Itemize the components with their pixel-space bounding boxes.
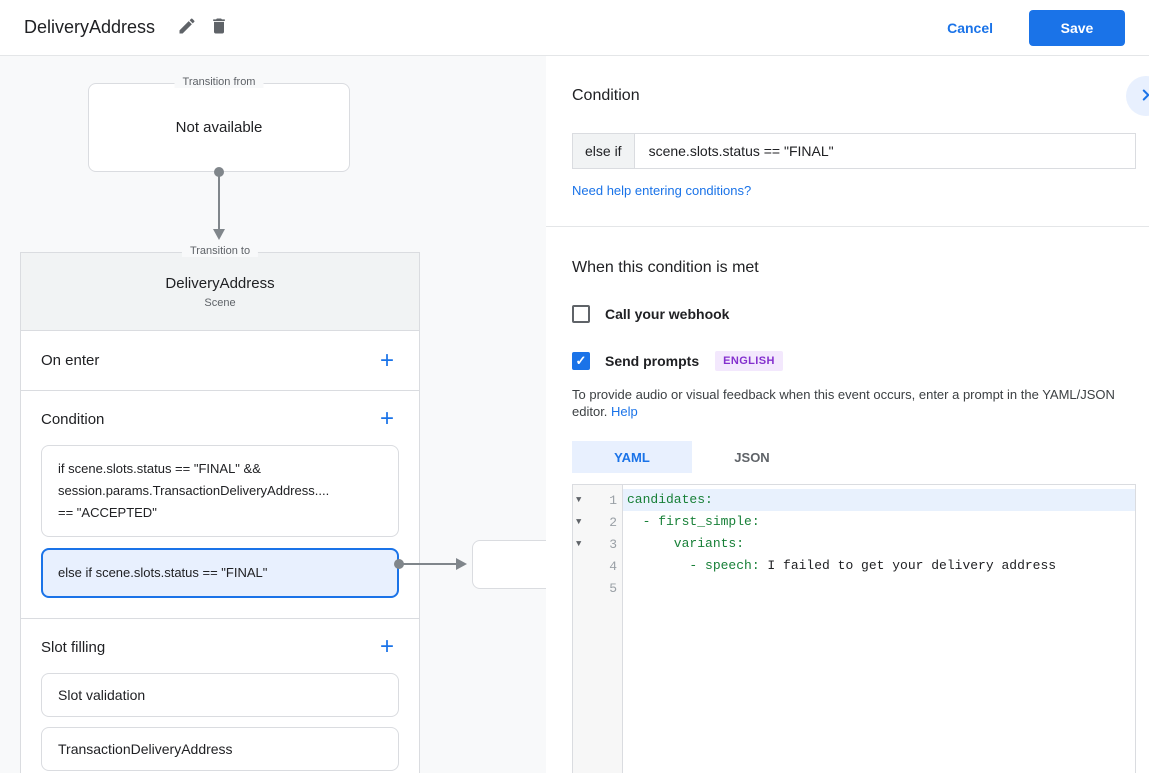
save-button[interactable]: Save [1029, 9, 1125, 46]
line-number: 2 [609, 514, 617, 530]
on-enter-label: On enter [41, 352, 100, 369]
gutter-row: 4 [576, 555, 617, 577]
prompt-description-text: To provide audio or visual feedback when… [572, 387, 1115, 419]
tab-json[interactable]: JSON [692, 441, 812, 473]
code-line[interactable]: candidates: [623, 489, 1135, 511]
line-number: 3 [609, 536, 617, 552]
condition-item-line: == "ACCEPTED" [58, 505, 157, 520]
scene-name: DeliveryAddress [165, 274, 275, 292]
condition-editor-panel: Condition else if Need help entering con… [546, 56, 1149, 773]
code-line[interactable]: - speech: I failed to get your delivery … [623, 555, 1135, 577]
slot-filling-label: Slot filling [41, 638, 106, 656]
gutter-row: ▼3 [576, 533, 617, 555]
transition-from-value: Not available [175, 119, 263, 136]
condition-item-line: session.params.TransactionDeliveryAddres… [58, 483, 330, 498]
code-segment-key: candidates: [627, 492, 713, 507]
cancel-button[interactable]: Cancel [947, 19, 993, 36]
condition-item[interactable]: if scene.slots.status == "FINAL" && sess… [41, 445, 399, 537]
code-line[interactable]: - first_simple: [623, 511, 1135, 533]
code-line[interactable]: variants: [623, 533, 1135, 555]
conditions-help-link[interactable]: Need help entering conditions? [572, 183, 752, 198]
editor-code[interactable]: candidates: - first_simple: variants: - … [623, 485, 1135, 773]
condition-expression-input[interactable] [633, 133, 1136, 169]
code-segment-key: - first_simple: [627, 514, 760, 529]
panel-heading: Condition [572, 87, 640, 104]
condition-item-line: if scene.slots.status == "FINAL" && [58, 461, 261, 476]
fold-toggle-icon[interactable]: ▼ [576, 539, 582, 549]
condition-input-row: else if [572, 133, 1136, 169]
delete-scene-button[interactable] [203, 12, 235, 44]
editor-format-tabs: YAML JSON [572, 441, 1136, 473]
page-title: DeliveryAddress [24, 17, 156, 37]
webhook-checkbox-row[interactable]: Call your webhook [572, 305, 1136, 323]
condition-section-label: Condition [41, 410, 105, 428]
scene-card-header[interactable]: DeliveryAddress Scene [21, 253, 419, 331]
tab-yaml[interactable]: YAML [572, 441, 692, 473]
send-prompts-checkbox[interactable] [572, 352, 590, 370]
code-segment-value: I failed to get your delivery address [759, 558, 1057, 573]
fold-toggle-icon[interactable]: ▼ [576, 495, 582, 505]
edit-scene-button[interactable] [171, 12, 203, 44]
top-bar: DeliveryAddress Cancel Save [0, 0, 1149, 56]
gutter-row: ▼1 [576, 489, 617, 511]
code-segment-key: - speech: [627, 558, 760, 573]
send-prompts-label: Send prompts [605, 353, 700, 369]
pencil-icon [177, 16, 197, 39]
prompt-description: To provide audio or visual feedback when… [572, 386, 1136, 420]
slot-item[interactable]: Slot validation [41, 673, 399, 717]
condition-item-line: else if scene.slots.status == "FINAL" [58, 565, 268, 580]
transition-target-node[interactable] [472, 540, 546, 589]
slot-filling-section: Slot filling + Slot validation Transacti… [21, 619, 419, 773]
transition-from-node: Transition from Not available [88, 76, 350, 172]
condition-prefix-label: else if [572, 133, 634, 169]
on-enter-section: On enter + [21, 331, 419, 391]
webhook-checkbox[interactable] [572, 305, 590, 323]
line-number: 5 [609, 580, 617, 596]
add-on-enter-button[interactable]: + [375, 348, 399, 373]
slot-item[interactable]: TransactionDeliveryAddress [41, 727, 399, 771]
webhook-label: Call your webhook [605, 306, 730, 322]
transition-to-label: Transition to [181, 245, 259, 257]
add-slot-button[interactable]: + [375, 635, 399, 659]
section-divider [546, 226, 1149, 227]
scene-diagram-canvas: Transition from Not available Transition… [0, 56, 546, 773]
collapse-panel-button[interactable] [1126, 76, 1149, 116]
line-number: 4 [609, 558, 617, 574]
code-segment-key: variants: [627, 536, 745, 551]
condition-section: Condition + if scene.slots.status == "FI… [21, 391, 419, 619]
condition-item-selected[interactable]: else if scene.slots.status == "FINAL" [41, 548, 399, 598]
scene-card: Transition to DeliveryAddress Scene On e… [20, 245, 420, 773]
prompt-help-link[interactable]: Help [611, 404, 638, 419]
transition-from-label: Transition from [174, 76, 264, 88]
gutter-row: ▼2 [576, 511, 617, 533]
trash-icon [209, 16, 229, 39]
send-prompts-checkbox-row[interactable]: Send prompts ENGLISH [572, 351, 1136, 371]
when-condition-met-heading: When this condition is met [572, 259, 759, 276]
code-line[interactable] [623, 577, 1135, 599]
gutter-row: 5 [576, 577, 617, 599]
scene-type: Scene [204, 296, 236, 309]
line-number: 1 [609, 492, 617, 508]
chevron-right-icon [1137, 86, 1149, 107]
add-condition-button[interactable]: + [375, 407, 399, 431]
fold-toggle-icon[interactable]: ▼ [576, 517, 582, 527]
language-badge: ENGLISH [715, 351, 783, 371]
